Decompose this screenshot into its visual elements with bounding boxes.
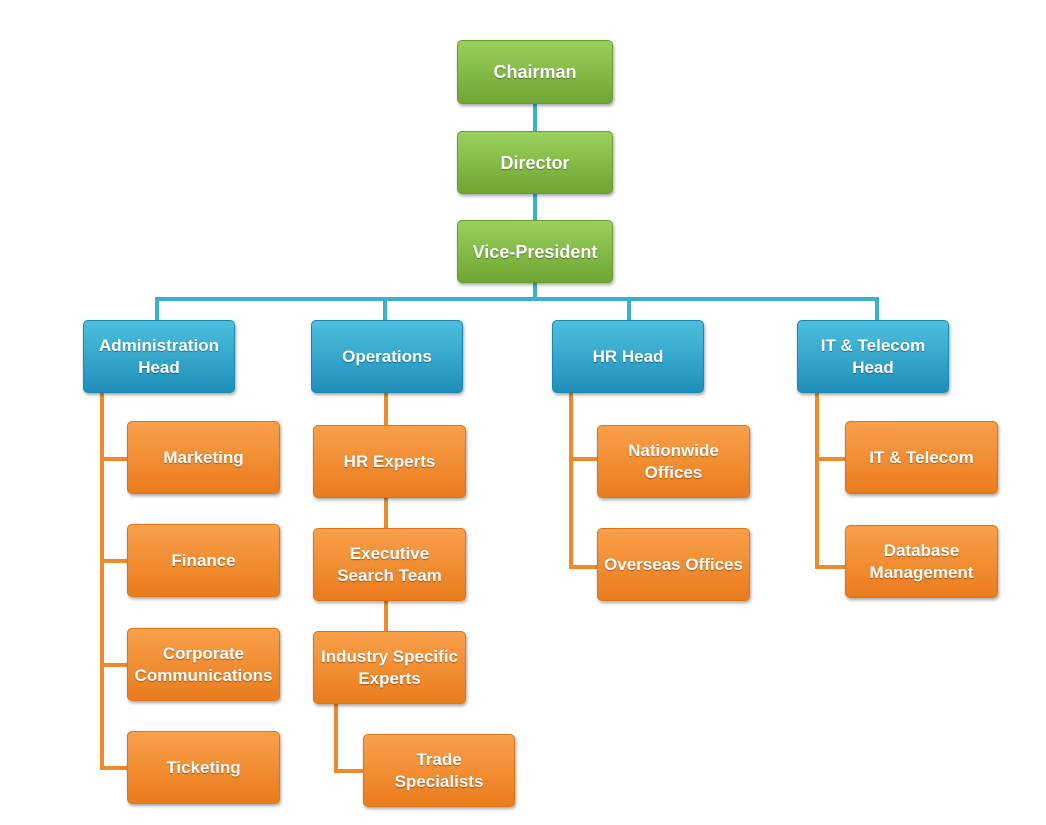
connector <box>815 457 847 461</box>
trade-specialists-node: Trade Specialists <box>363 734 515 807</box>
director-node: Director <box>457 131 613 194</box>
operations-node: Operations <box>311 320 463 393</box>
connector <box>155 297 879 301</box>
administration-head-node: Administration Head <box>83 320 235 393</box>
connector <box>815 565 847 569</box>
finance-node: Finance <box>127 524 280 597</box>
connector <box>155 297 159 321</box>
connector <box>533 104 537 131</box>
hr-head-node: HR Head <box>552 320 704 393</box>
connector <box>627 297 631 321</box>
connector <box>569 393 573 569</box>
connector <box>384 497 388 529</box>
ticketing-node: Ticketing <box>127 731 280 804</box>
connector <box>334 769 364 773</box>
hr-experts-node: HR Experts <box>313 425 466 498</box>
connector <box>100 393 104 770</box>
marketing-node: Marketing <box>127 421 280 494</box>
it-telecom-node: IT & Telecom <box>845 421 998 494</box>
connector <box>100 663 128 667</box>
database-management-node: Database Management <box>845 525 998 598</box>
connector <box>815 393 819 569</box>
overseas-offices-node: Overseas Offices <box>597 528 750 601</box>
connector <box>383 297 387 321</box>
vice-president-node: Vice-President <box>457 220 613 283</box>
connector <box>875 297 879 321</box>
it-telecom-head-node: IT & Telecom Head <box>797 320 949 393</box>
connector <box>384 393 388 426</box>
connector <box>100 457 128 461</box>
connector <box>384 600 388 632</box>
corporate-communications-node: Corporate Communications <box>127 628 280 701</box>
connector <box>334 703 338 773</box>
industry-specific-experts-node: Industry Specific Experts <box>313 631 466 704</box>
nationwide-offices-node: Nationwide Offices <box>597 425 750 498</box>
connector <box>569 565 599 569</box>
connector <box>533 283 537 300</box>
chairman-node: Chairman <box>457 40 613 104</box>
connector <box>100 559 128 563</box>
connector <box>533 194 537 220</box>
connector <box>569 457 599 461</box>
connector <box>100 766 128 770</box>
executive-search-team-node: Executive Search Team <box>313 528 466 601</box>
